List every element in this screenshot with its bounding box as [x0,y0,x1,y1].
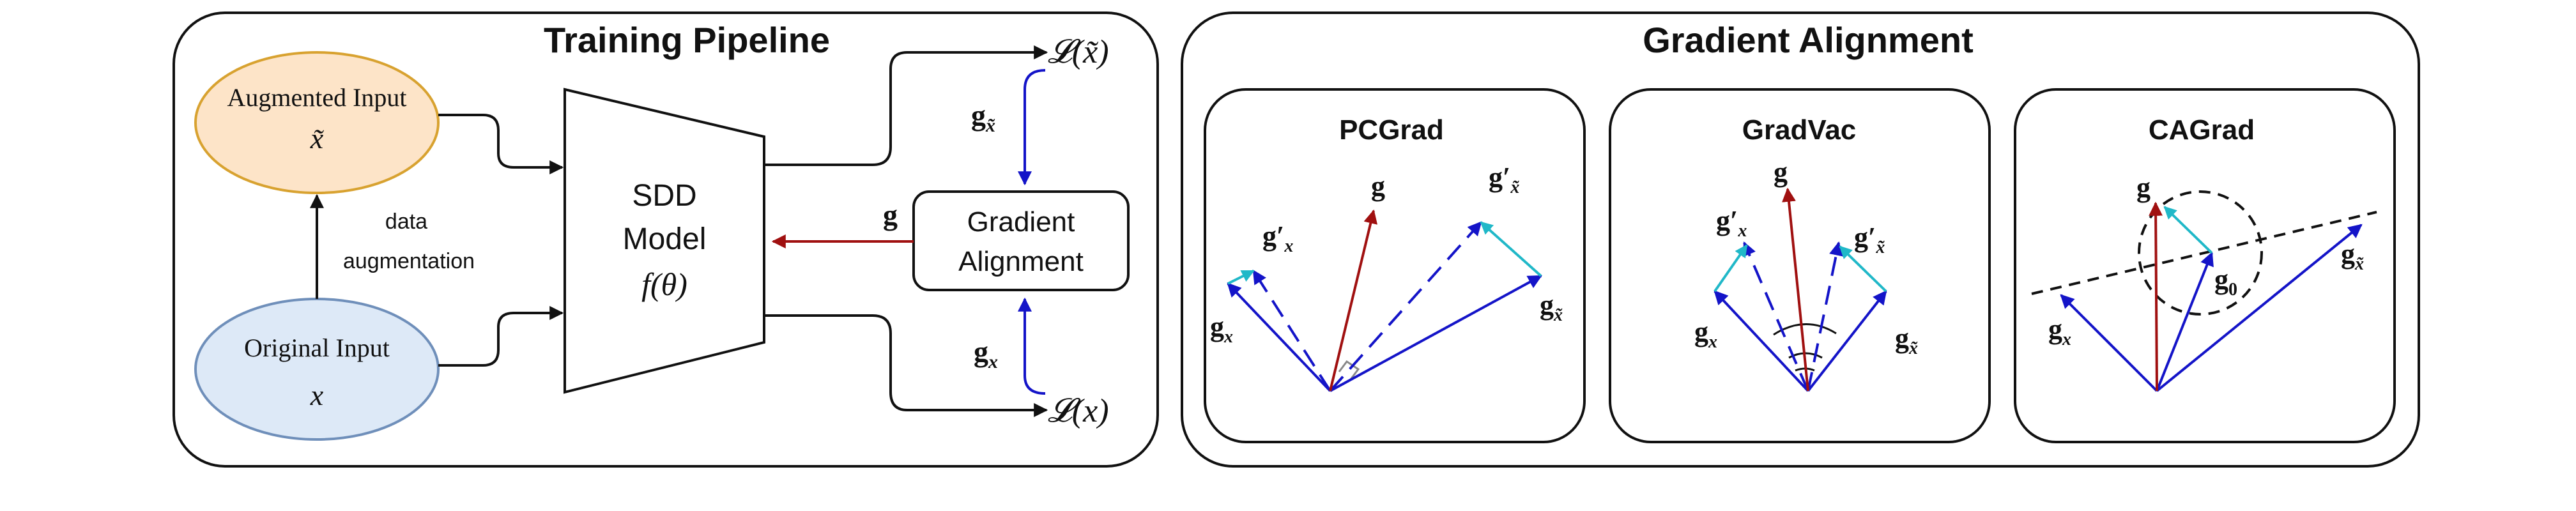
model-to-loss-aug-connector [764,45,1048,166]
pcgrad-gtp-label: g′x̃ [1489,162,1520,197]
gradient-alignment-title: Gradient Alignment [1643,20,1974,60]
gradvac-subpanel: GradVac g g′x gx g′x̃ gx̃ [1609,88,1991,443]
cagrad-subpanel: CAGrad g g0 gx gx̃ [2014,88,2396,443]
pcgrad-gxp-arrow [1252,270,1331,392]
cagrad-gt-arrow [2156,224,2363,392]
gradvac-gx-arrow [1713,290,1809,392]
gradvac-gx-projection [1713,244,1748,293]
cagrad-constraint-circle [2138,190,2263,316]
grad-aug-arrow [1018,69,1046,186]
cagrad-g-arrow [2149,201,2163,392]
grad-orig-label: gx [974,335,998,372]
gradvac-gt-label: gx̃ [1895,323,1918,358]
pcgrad-gx-label: gx [1210,311,1233,347]
cagrad-title: CAGrad [2149,114,2255,146]
pcgrad-frame [1204,88,1586,443]
cagrad-g0-label: g0 [2214,264,2237,300]
sdd-model-line3: f(θ) [641,266,687,302]
pcgrad-gt-label: gx̃ [1540,289,1563,325]
sdd-model-node [564,88,765,394]
cagrad-gx-label: gx [2048,314,2071,349]
pcgrad-gt-projection [1480,221,1542,277]
augmentation-label-line1: data [385,210,427,234]
combined-grad-label: g [883,199,898,231]
training-pipeline-panel: Training Pipeline Augmented Input x̃ Ori… [172,11,1159,468]
cagrad-correction-arrow [2163,206,2213,254]
original-input-symbol: x [310,379,324,411]
gradvac-g-label: g [1774,156,1788,188]
augmented-input-node [194,51,440,194]
gradient-alignment-line2: Alignment [958,246,1084,277]
gradvac-frame [1609,88,1991,443]
gradvac-angle-arc-outer [1773,323,1837,336]
cagrad-gt-label: gx̃ [2341,238,2364,274]
augmentation-label-line2: augmentation [343,249,475,273]
pcgrad-gx-projection [1227,270,1255,285]
grad-aug-label: gx̃ [971,99,995,136]
loss-orig-label: 𝓛(x) [1048,393,1109,429]
original-input-node [194,298,440,441]
gradvac-gxp-arrow [1742,241,1809,392]
augmented-input-symbol: x̃ [310,122,325,155]
pcgrad-title: PCGrad [1339,114,1444,146]
gradvac-gxp-label: g′x [1716,205,1747,241]
original-to-model-connector [438,306,564,367]
augmented-to-model-connector [438,114,564,174]
grad-orig-arrow [1018,297,1046,395]
gradvac-gx-label: gx [1694,316,1717,352]
sdd-model-line1: SDD [632,179,696,213]
pcgrad-gtp-arrow [1329,221,1482,392]
gradvac-gtp-arrow [1807,241,1843,392]
pcgrad-g-label: g [1371,171,1385,202]
pcgrad-subpanel: PCGrad g g′x gx g′x̃ gx̃ [1204,88,1586,443]
gradvac-gt-projection [1839,245,1887,293]
gradvac-gt-arrow [1807,290,1887,392]
training-pipeline-title: Training Pipeline [544,20,830,60]
gradient-alignment-panel: Gradient Alignment PCGrad g g′x gx g′x̃ … [1181,11,2420,468]
gradvac-title: GradVac [1742,114,1857,146]
gradvac-g-arrow [1782,187,1809,392]
cagrad-g-label: g [2136,172,2150,203]
gradvac-gtp-label: g′x̃ [1854,222,1885,257]
cagrad-g0-arrow [2156,251,2214,392]
gradient-alignment-line1: Gradient [967,206,1075,238]
cagrad-gx-arrow [2060,294,2158,392]
model-to-loss-orig-connector [764,314,1048,417]
sdd-model-line2: Model [623,222,707,256]
original-input-label: Original Input [244,333,390,362]
pcgrad-gx-arrow [1227,282,1331,392]
pcgrad-gxp-label: g′x [1262,220,1293,256]
augmented-input-label: Augmented Input [227,83,406,112]
pcgrad-gt-arrow [1330,275,1542,392]
pcgrad-g-arrow [1329,209,1378,392]
loss-aug-label: 𝓛(x̃) [1048,34,1109,70]
